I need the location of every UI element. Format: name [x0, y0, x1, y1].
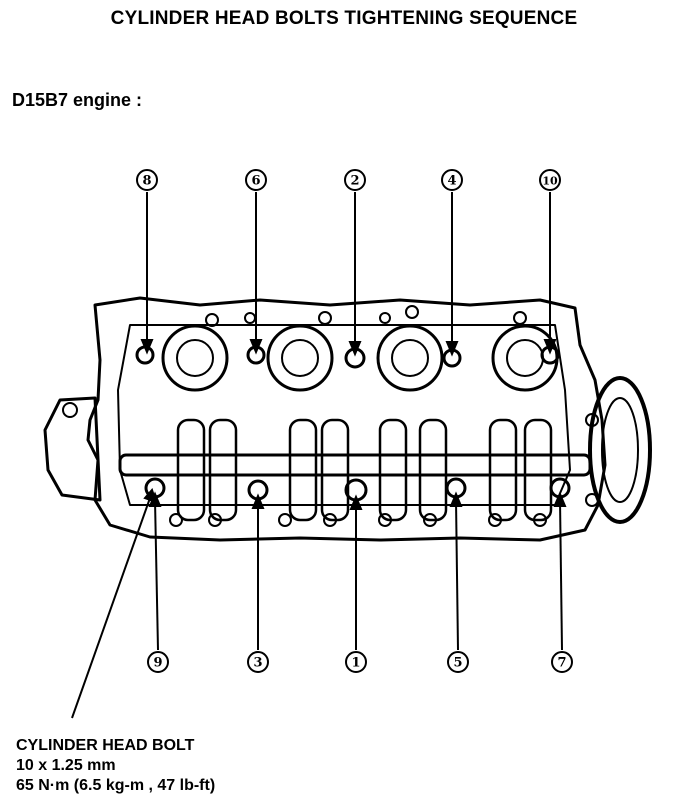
seq-label-bottom-4: 5	[453, 656, 462, 671]
seq-marker-top-3	[344, 169, 366, 191]
seq-label-top-5: 10	[542, 175, 558, 188]
end-plate-left	[43, 396, 102, 502]
bolt-spec-size: 10 x 1.25 mm	[16, 757, 116, 774]
seq-label-top-4: 4	[447, 174, 456, 189]
seq-marker-bottom-2	[247, 651, 269, 673]
page-title: CYLINDER HEAD BOLTS TIGHTENING SEQUENCE	[110, 8, 578, 29]
seq-label-top-2: 6	[251, 174, 260, 189]
seq-label-bottom-1: 9	[153, 656, 162, 671]
cam-journal-2	[266, 324, 334, 392]
seq-label-bottom-3: 1	[351, 656, 360, 671]
bolt-spec-torque: 65 N·m (6.5 kg-m , 47 lb-ft)	[16, 777, 216, 794]
cam-journal-1	[161, 324, 229, 392]
seq-marker-bottom-4	[447, 651, 469, 673]
seq-label-top-3: 2	[350, 174, 359, 189]
seq-marker-top-1	[136, 169, 158, 191]
bolt-spec-block: CYLINDER HEAD BOLT 10 x 1.25 mm 65 N·m (…	[16, 736, 215, 796]
seq-marker-top-2	[245, 169, 267, 191]
cylinder-head-outline	[86, 296, 607, 542]
camshaft-pulley	[588, 376, 652, 524]
seq-marker-bottom-5	[551, 651, 573, 673]
seq-label-top-1: 8	[142, 174, 151, 189]
cam-journal-3	[376, 324, 444, 392]
seq-marker-top-5	[539, 169, 561, 191]
spec-leader-line	[71, 497, 151, 719]
seq-marker-bottom-3	[345, 651, 367, 673]
seq-label-bottom-5: 7	[557, 656, 566, 671]
rocker-shaft	[118, 453, 592, 477]
seq-marker-top-4	[441, 169, 463, 191]
seq-marker-bottom-1	[147, 651, 169, 673]
engine-subtitle: D15B7 engine :	[12, 90, 143, 110]
cam-journal-4	[491, 324, 559, 392]
seq-label-bottom-2: 3	[253, 656, 262, 671]
bolt-spec-name: CYLINDER HEAD BOLT	[16, 737, 195, 754]
